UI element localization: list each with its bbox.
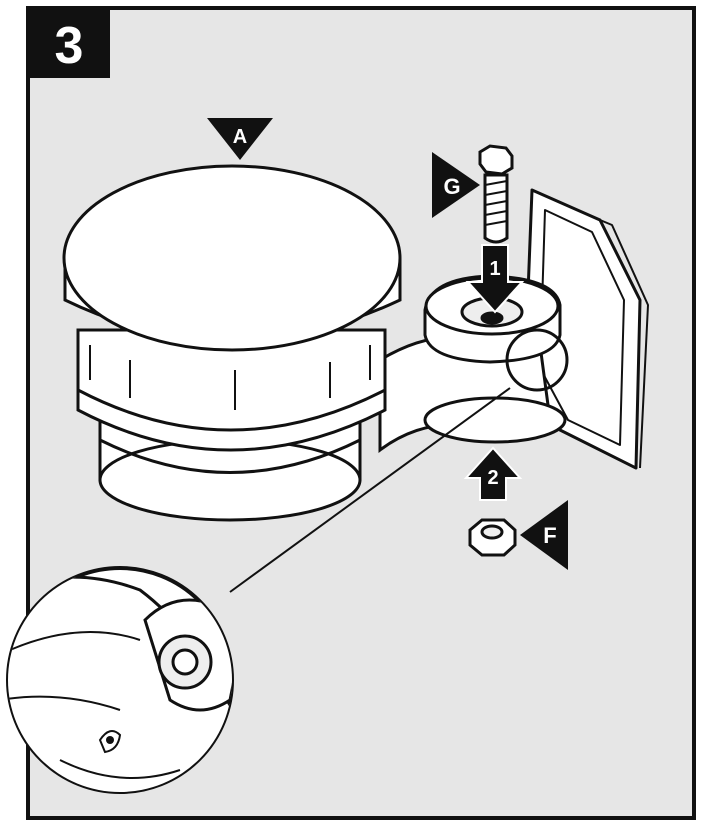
label-g-pointer: G — [432, 152, 480, 218]
detail-marker-circle — [505, 328, 569, 392]
label-a: A — [233, 126, 247, 148]
label-g: G — [443, 174, 460, 199]
arrow-step-2: 2 — [463, 446, 523, 501]
arrow-label-2: 2 — [487, 467, 498, 489]
speaker-part-a — [62, 164, 402, 522]
nut-part-f — [468, 518, 517, 557]
label-f: F — [543, 523, 556, 548]
step-badge: 3 — [28, 8, 110, 78]
label-f-pointer: F — [520, 500, 568, 570]
detail-callout — [6, 328, 569, 794]
arrow-label-1: 1 — [489, 258, 500, 280]
step-number: 3 — [55, 17, 84, 75]
label-a-pointer: A — [207, 118, 273, 160]
arrow-step-1: 1 — [465, 244, 525, 314]
bolt-part-g — [478, 144, 514, 244]
detail-magnified-view — [8, 575, 232, 792]
